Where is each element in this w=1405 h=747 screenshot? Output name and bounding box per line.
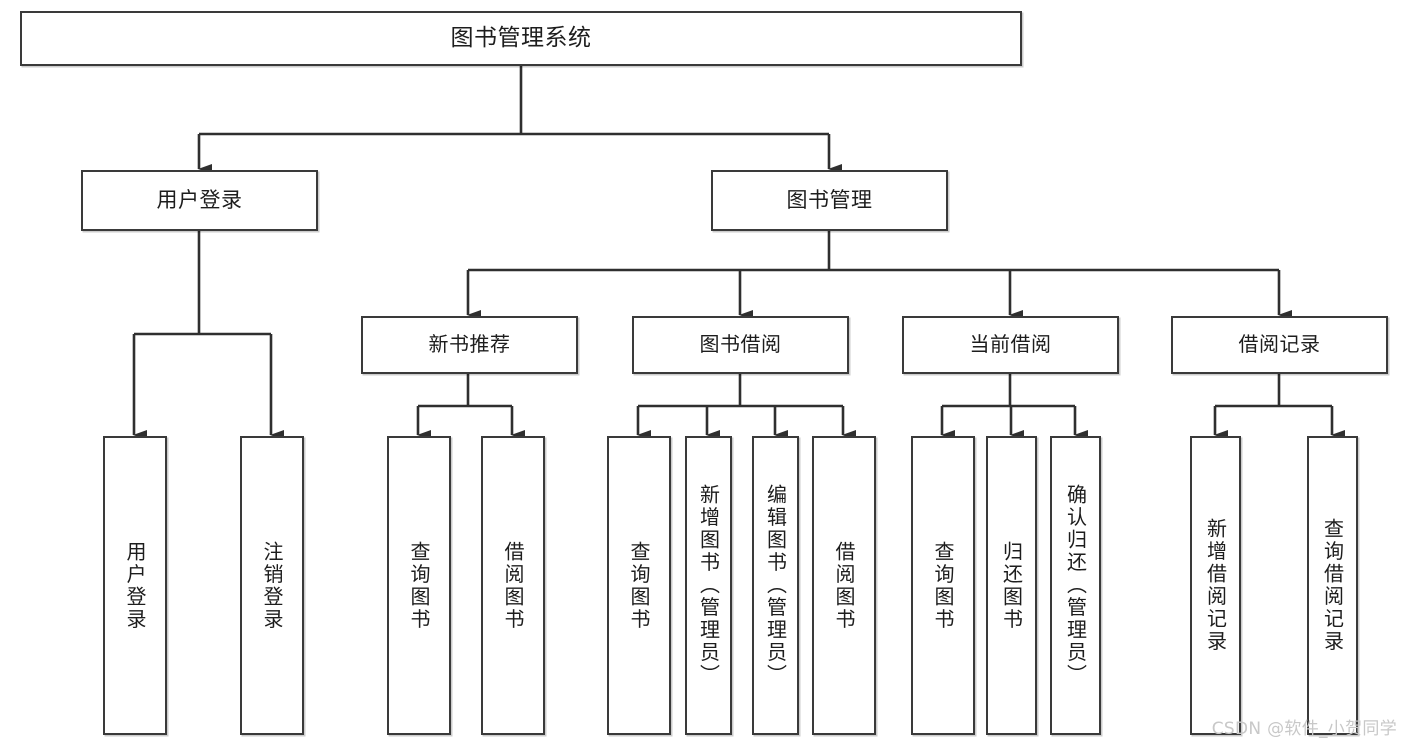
- node-label: 借阅图书: [501, 540, 525, 631]
- node-leaf-borrow-book-1[interactable]: 借阅图书: [481, 436, 545, 735]
- node-label: 图书管理系统: [450, 24, 592, 51]
- node-leaf-edit-book[interactable]: 编辑图书（管理员）: [752, 436, 799, 735]
- node-leaf-borrow-book-2[interactable]: 借阅图书: [812, 436, 876, 735]
- node-leaf-confirm-return[interactable]: 确认归还（管理员）: [1050, 436, 1101, 735]
- node-book-management[interactable]: 图书管理: [711, 170, 948, 231]
- node-label: 用户登录: [156, 188, 243, 213]
- node-label: 新书推荐: [428, 332, 511, 357]
- node-leaf-add-record[interactable]: 新增借阅记录: [1190, 436, 1241, 735]
- node-label: 确认归还（管理员）: [1063, 484, 1088, 687]
- node-label: 用户登录: [123, 540, 147, 631]
- node-new-book-recommend[interactable]: 新书推荐: [361, 316, 578, 374]
- node-current-borrow[interactable]: 当前借阅: [902, 316, 1119, 374]
- node-label: 注销登录: [260, 540, 284, 631]
- node-leaf-user-login[interactable]: 用户登录: [103, 436, 167, 735]
- node-root[interactable]: 图书管理系统: [20, 11, 1022, 66]
- node-leaf-user-logout[interactable]: 注销登录: [240, 436, 304, 735]
- node-label: 借阅记录: [1238, 332, 1321, 357]
- node-label: 归还图书: [999, 540, 1024, 631]
- watermark-label: CSDN @软件_小贺同学: [1211, 719, 1397, 739]
- node-label: 借阅图书: [832, 540, 856, 631]
- node-book-borrow[interactable]: 图书借阅: [632, 316, 849, 374]
- node-label: 新增图书（管理员）: [696, 484, 721, 687]
- node-borrow-record[interactable]: 借阅记录: [1171, 316, 1388, 374]
- node-label: 查询图书: [627, 540, 651, 631]
- node-label: 图书借阅: [699, 332, 782, 357]
- node-leaf-query-book-1[interactable]: 查询图书: [387, 436, 451, 735]
- node-leaf-return-book[interactable]: 归还图书: [986, 436, 1037, 735]
- node-label: 查询图书: [931, 540, 955, 631]
- node-leaf-query-record[interactable]: 查询借阅记录: [1307, 436, 1358, 735]
- node-label: 查询借阅记录: [1320, 518, 1345, 653]
- node-leaf-add-book[interactable]: 新增图书（管理员）: [685, 436, 732, 735]
- node-label: 编辑图书（管理员）: [763, 484, 788, 687]
- node-leaf-query-book-3[interactable]: 查询图书: [911, 436, 975, 735]
- node-label: 图书管理: [786, 188, 873, 213]
- node-label: 新增借阅记录: [1203, 518, 1228, 653]
- node-leaf-query-book-2[interactable]: 查询图书: [607, 436, 671, 735]
- node-user-login[interactable]: 用户登录: [81, 170, 318, 231]
- node-label: 当前借阅: [969, 332, 1052, 357]
- node-label: 查询图书: [407, 540, 431, 631]
